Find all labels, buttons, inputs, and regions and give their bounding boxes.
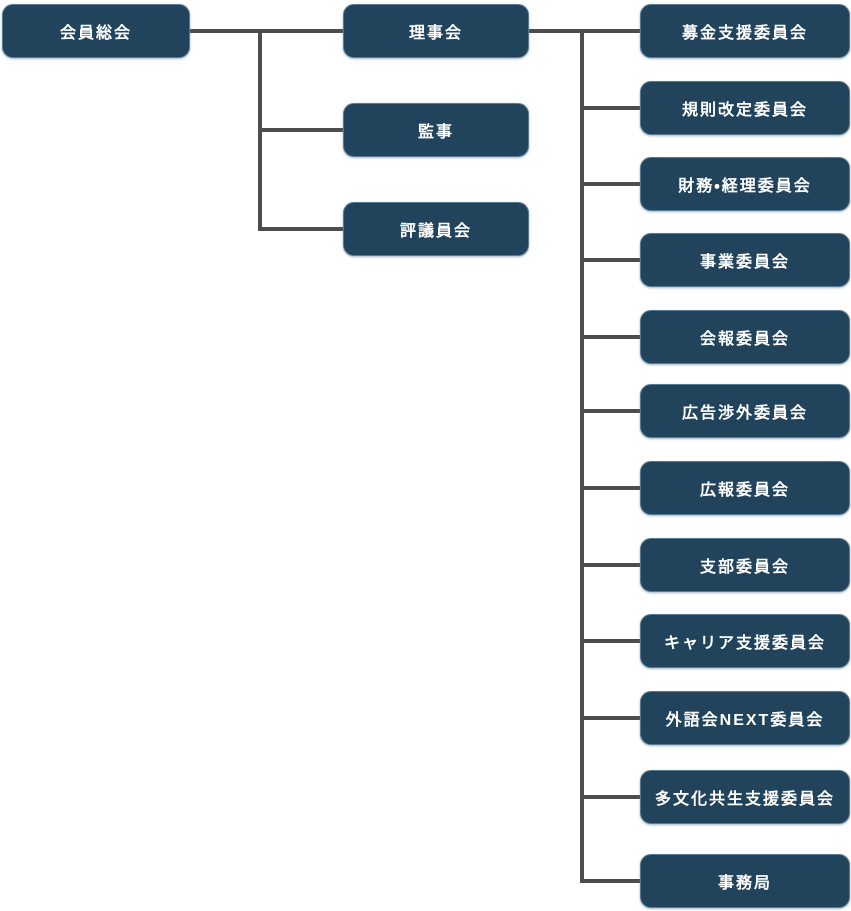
org-node-committee-business: 事業委員会 [640,233,850,287]
connector-stub-committee-12 [582,879,640,883]
connector-stub-committee-3 [582,182,640,186]
org-node-general-meeting: 会員総会 [2,4,190,58]
connector-right-trunk [580,29,584,883]
connector-stub-committee-6 [582,409,640,413]
connector-stub-committee-8 [582,563,640,567]
org-node-committee-gaigokai-next: 外語会NEXT委員会 [640,691,850,745]
connector-stub-committee-10 [582,716,640,720]
org-node-auditors: 監事 [343,103,529,157]
connector-stub-auditors [260,128,343,132]
org-node-committee-public-relations: 広報委員会 [640,461,850,515]
org-node-committee-bulletin: 会報委員会 [640,310,850,364]
org-node-committee-rules-revision: 規則改定委員会 [640,81,850,135]
connector-root-to-board [190,29,343,33]
connector-board-to-committees [529,29,640,33]
org-node-secretariat: 事務局 [640,854,850,908]
org-node-committee-finance-accounting: 財務・経理委員会 [640,157,850,211]
connector-stub-committee-7 [582,486,640,490]
connector-stub-committee-4 [582,258,640,262]
connector-stub-committee-9 [582,639,640,643]
org-node-committee-advertising: 広告渉外委員会 [640,384,850,438]
org-node-committee-branches: 支部委員会 [640,538,850,592]
connector-stub-council [260,227,343,231]
org-node-board-of-directors: 理事会 [343,4,529,58]
connector-stub-committee-2 [582,106,640,110]
org-node-committee-fundraising: 募金支援委員会 [640,4,850,58]
connector-stub-committee-5 [582,335,640,339]
org-node-committee-multicultural-support: 多文化共生支援委員会 [640,770,850,824]
org-node-council: 評議員会 [343,202,529,256]
org-node-committee-career-support: キャリア支援委員会 [640,614,850,668]
connector-stub-committee-11 [582,795,640,799]
